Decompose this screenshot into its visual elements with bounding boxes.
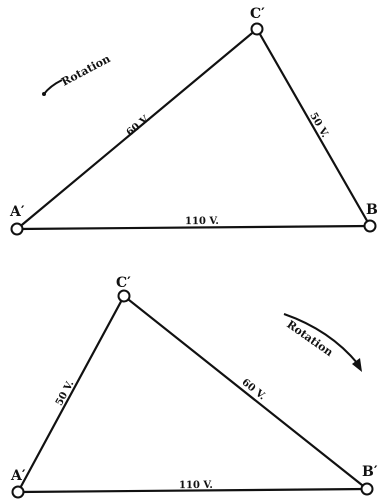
bottom-edge-ac bbox=[16, 294, 126, 494]
top-vertex-label-b: B bbox=[366, 202, 378, 218]
top-rotation-arrow-line bbox=[43, 79, 63, 95]
bottom-vertex-c bbox=[117, 289, 131, 303]
top-rotation-label: Rotation bbox=[59, 52, 112, 88]
top-edge-label-cb: 50 V. bbox=[307, 111, 330, 140]
top-edge-cb bbox=[255, 27, 372, 228]
top-triangle: A′ B C′ 60 V. 50 V. 110 V. Rotation bbox=[9, 6, 378, 236]
bottom-edge-cb bbox=[122, 294, 369, 491]
top-rotation-arrow-tail bbox=[42, 92, 46, 96]
bottom-vertex-b bbox=[360, 482, 374, 496]
top-vertex-label-c: C′ bbox=[250, 6, 265, 22]
bottom-vertex-a bbox=[11, 485, 25, 499]
bottom-edge-label-ab: 110 V. bbox=[179, 480, 213, 491]
bottom-rotation-arrow-line bbox=[283, 313, 359, 365]
top-vertex-a bbox=[10, 222, 24, 236]
bottom-rotation-label: Rotation bbox=[284, 318, 335, 359]
top-edge-label-ac: 60 V. bbox=[125, 113, 153, 139]
top-vertex-label-a: A′ bbox=[9, 204, 25, 220]
top-edge-ab bbox=[15, 224, 372, 231]
top-vertex-b bbox=[363, 219, 377, 233]
bottom-rotation-arrow-head bbox=[352, 358, 362, 372]
bottom-vertex-label-a: A′ bbox=[10, 468, 26, 484]
top-edge-ac bbox=[15, 27, 259, 231]
bottom-edge-ab bbox=[16, 487, 369, 494]
bottom-triangle: A′ B′ C′ 50 V. 60 V. 110 V. Rotation bbox=[10, 275, 378, 499]
top-vertex-c bbox=[250, 22, 264, 36]
bottom-edge-label-ac: 50 V. bbox=[54, 379, 76, 408]
bottom-rotation-arrow bbox=[283, 313, 362, 372]
top-rotation-arrow bbox=[42, 79, 63, 96]
top-edge-label-ab: 110 V. bbox=[185, 216, 219, 227]
bottom-vertex-label-c: C′ bbox=[116, 275, 131, 291]
bottom-vertex-label-b: B′ bbox=[362, 464, 378, 480]
